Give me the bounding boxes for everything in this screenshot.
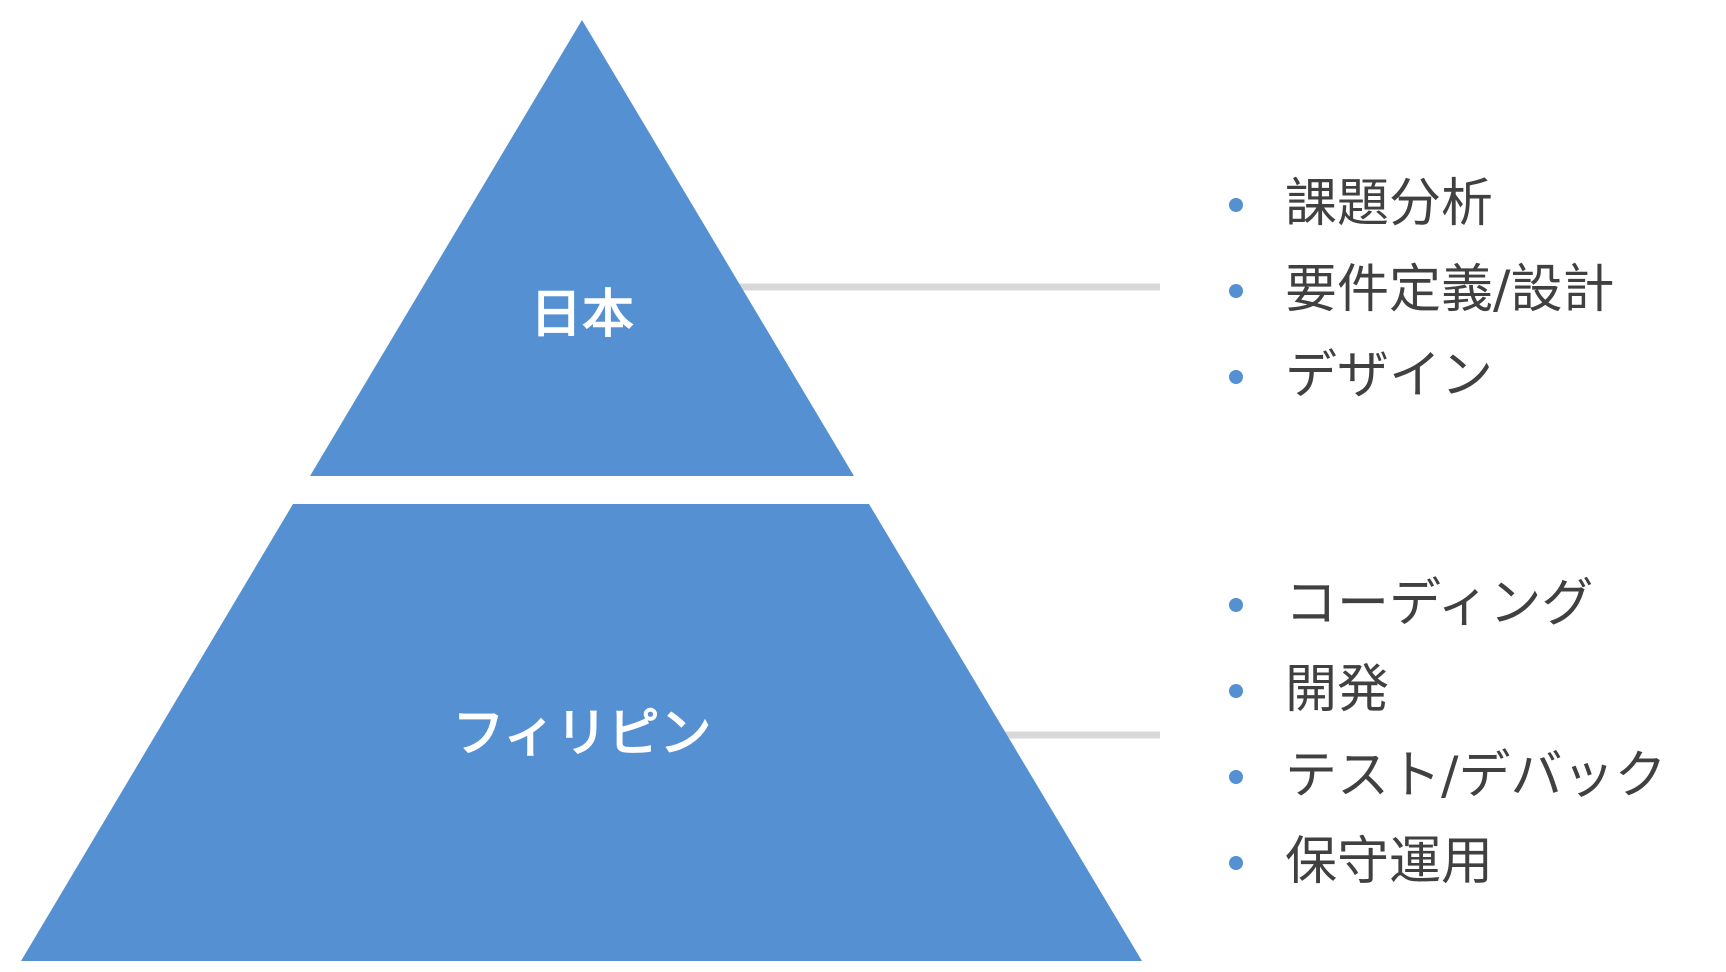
pyramid-top-tier (310, 20, 854, 476)
japan-task-list: 課題分析 要件定義/設計 デザイン (1225, 164, 1615, 422)
list-item: 課題分析 (1225, 164, 1615, 250)
bullet-dot-icon (1229, 284, 1243, 298)
top-tier-label: 日本 (530, 285, 634, 345)
list-item-text: 開発 (1285, 660, 1390, 720)
list-item: 要件定義/設計 (1225, 250, 1615, 336)
bullet-dot-icon (1229, 598, 1243, 612)
list-item-text: 保守運用 (1285, 832, 1494, 892)
bullet-dot-icon (1229, 684, 1243, 698)
list-item-text: 要件定義/設計 (1285, 260, 1615, 320)
philippines-task-list: コーディング 開発 テスト/デバック 保守運用 (1225, 564, 1667, 908)
list-item: 開発 (1225, 650, 1667, 736)
list-item: テスト/デバック (1225, 736, 1667, 822)
list-item: コーディング (1225, 564, 1667, 650)
bullet-dot-icon (1229, 370, 1243, 384)
list-item-text: コーディング (1285, 574, 1594, 634)
bullet-dot-icon (1229, 770, 1243, 784)
list-item: 保守運用 (1225, 822, 1667, 908)
list-item: デザイン (1225, 336, 1615, 422)
list-item-text: 課題分析 (1285, 174, 1494, 234)
bullet-dot-icon (1229, 856, 1243, 870)
list-item-text: デザイン (1285, 346, 1494, 406)
bottom-tier-label: フィリピン (453, 704, 712, 764)
pyramid-bottom-tier (21, 504, 1142, 961)
bullet-dot-icon (1229, 198, 1243, 212)
list-item-text: テスト/デバック (1285, 746, 1667, 806)
